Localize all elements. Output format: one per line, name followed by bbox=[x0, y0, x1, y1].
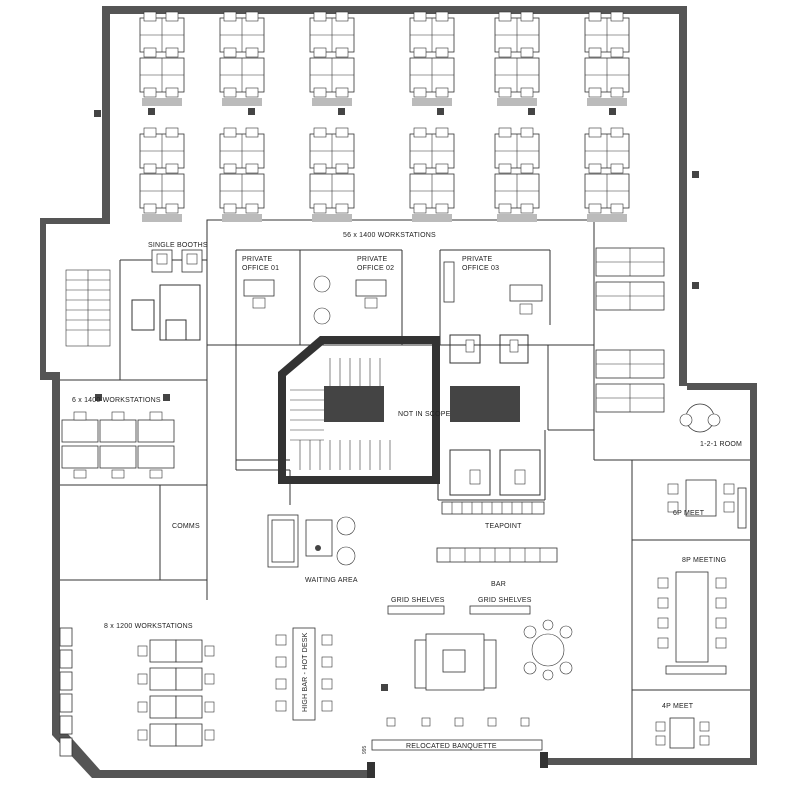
label-four-p-meet: 4P MEET bbox=[662, 703, 694, 710]
washrooms bbox=[449, 334, 541, 496]
label-eight-p-meeting: 8P MEETING bbox=[682, 557, 726, 564]
label-waiting-area: WAITING AREA bbox=[305, 577, 358, 584]
left-workstations bbox=[61, 411, 175, 479]
workstation-cluster bbox=[309, 11, 355, 106]
stair-core bbox=[278, 336, 520, 484]
workstation-cluster bbox=[309, 127, 355, 222]
label-grid-shelves-1: GRID SHELVES bbox=[391, 597, 445, 604]
bar-counter bbox=[436, 547, 558, 563]
left-stair bbox=[65, 269, 111, 347]
label-bar: BAR bbox=[491, 581, 506, 588]
workstation-cluster bbox=[584, 11, 630, 106]
label-private-office-01a: PRIVATE bbox=[242, 256, 272, 263]
label-single-booths: SINGLE BOOTHS bbox=[148, 242, 208, 249]
label-not-in-scope: NOT IN SCOPE bbox=[398, 411, 451, 418]
label-six-p-meet: 6P MEET bbox=[673, 510, 705, 517]
label-private-office-03a: PRIVATE bbox=[462, 256, 492, 263]
label-main-workstations: 56 x 1400 WORKSTATIONS bbox=[343, 232, 436, 239]
label-dim-995: 995 bbox=[362, 745, 368, 754]
label-one-two-one: 1-2-1 ROOM bbox=[700, 441, 742, 448]
right-workstations bbox=[595, 247, 665, 413]
room-labels: SINGLE BOOTHS 56 x 1400 WORKSTATIONS PRI… bbox=[72, 232, 742, 754]
workstation-clusters bbox=[139, 11, 630, 222]
label-private-office-02b: OFFICE 02 bbox=[357, 265, 394, 272]
banquette bbox=[371, 717, 543, 751]
private-office-furniture bbox=[243, 261, 543, 325]
label-high-bar: HIGH BAR - HOT DESK bbox=[302, 632, 309, 712]
workstation-cluster bbox=[494, 11, 540, 106]
label-private-office-02a: PRIVATE bbox=[357, 256, 387, 263]
lounge-furniture bbox=[387, 605, 573, 691]
workstation-cluster bbox=[409, 127, 455, 222]
workstation-cluster bbox=[219, 127, 265, 222]
outer-walls bbox=[40, 6, 757, 778]
workstation-cluster bbox=[584, 127, 630, 222]
meeting-furniture bbox=[655, 403, 747, 749]
workstation-cluster bbox=[219, 11, 265, 106]
label-private-office-03b: OFFICE 03 bbox=[462, 265, 499, 272]
workstation-cluster bbox=[409, 11, 455, 106]
teapoint-counter bbox=[441, 501, 545, 515]
lower-workstations bbox=[59, 627, 215, 757]
interior-walls bbox=[60, 219, 750, 758]
workstation-cluster bbox=[139, 127, 185, 222]
label-private-office-01b: OFFICE 01 bbox=[242, 265, 279, 272]
single-booths bbox=[131, 249, 203, 341]
workstation-cluster bbox=[139, 11, 185, 106]
label-grid-shelves-2: GRID SHELVES bbox=[478, 597, 532, 604]
label-lower-workstations: 8 x 1200 WORKSTATIONS bbox=[104, 623, 193, 630]
label-teapoint: TEAPOINT bbox=[485, 523, 522, 530]
workstation-cluster bbox=[494, 127, 540, 222]
label-relocated-banquette: RELOCATED BANQUETTE bbox=[406, 743, 497, 750]
high-bar bbox=[275, 627, 333, 721]
label-left-workstations: 6 x 1400 WORKSTATIONS bbox=[72, 397, 161, 404]
waiting-area-furniture bbox=[267, 514, 356, 568]
label-comms: COMMS bbox=[172, 523, 200, 530]
